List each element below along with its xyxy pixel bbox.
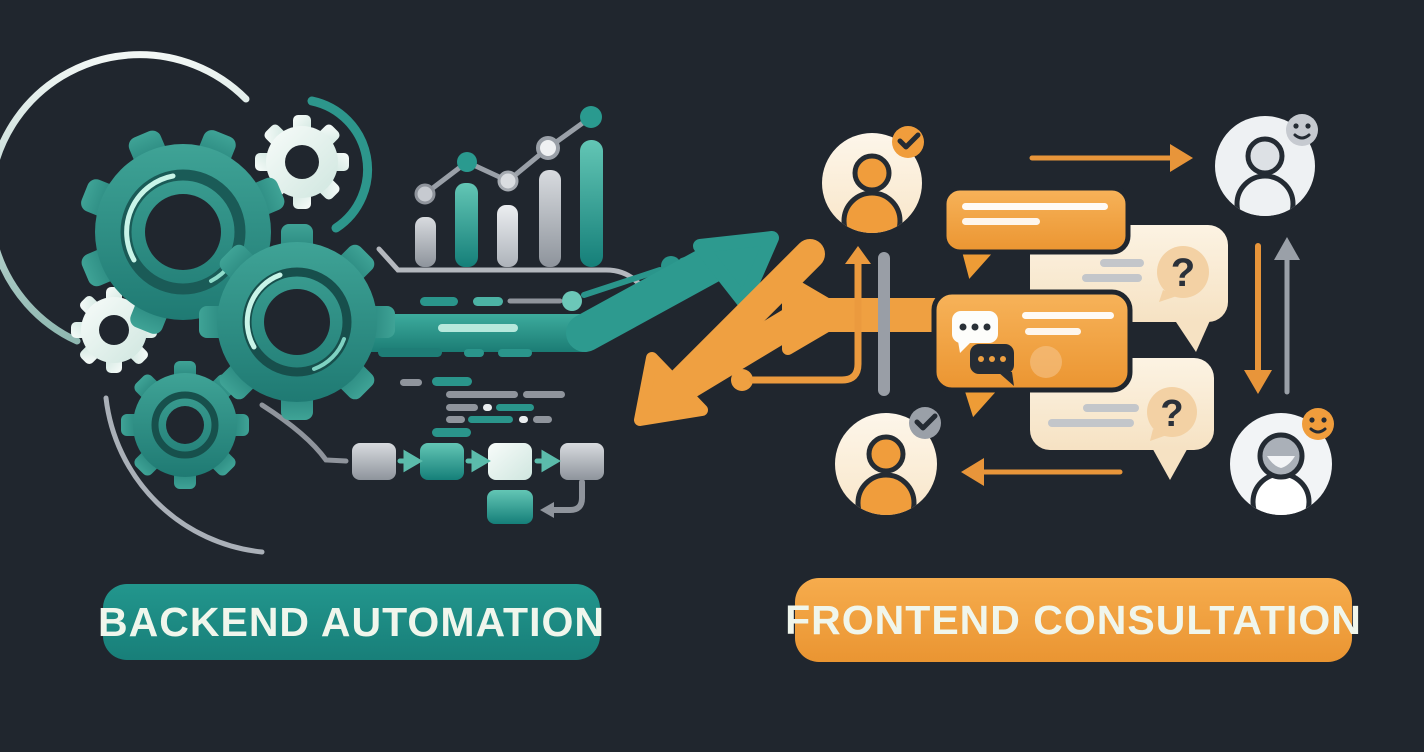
down-left-arrow-head — [634, 352, 708, 426]
bar — [415, 217, 436, 267]
flow-arrows-right — [961, 144, 1300, 486]
loop-arrow-head — [540, 502, 554, 518]
check-badge-icon — [892, 126, 924, 158]
bar — [497, 205, 518, 267]
flowchart-icon — [352, 443, 604, 524]
gear-icon — [255, 115, 349, 209]
chat-bubble-icon — [931, 289, 1133, 425]
lower-gray-arc — [103, 395, 265, 555]
gear-icon — [121, 361, 249, 489]
flow-box — [488, 443, 532, 480]
connector-line — [259, 402, 349, 464]
trend-dot — [457, 152, 477, 172]
code-lines-icon — [400, 377, 565, 437]
bar-chart-icon — [376, 106, 653, 296]
chat-bubble-icon — [941, 185, 1131, 287]
exchange-arrows-icon — [634, 239, 944, 426]
check-badge-icon — [909, 407, 941, 439]
up-arrow-head — [845, 246, 871, 264]
trend-dot — [580, 106, 602, 128]
user-avatar-icon — [835, 407, 941, 515]
decorative-arcs — [0, 51, 373, 555]
question-mark: ? — [1171, 251, 1195, 295]
outer-circle-arc — [0, 51, 250, 345]
up-right-arrow-icon — [340, 231, 779, 357]
flow-arrows — [397, 449, 561, 473]
node-dot — [731, 369, 753, 391]
trend-dot — [536, 136, 560, 160]
bar — [580, 140, 603, 267]
typing-dots-dark-icon — [970, 344, 1014, 386]
bar — [455, 183, 478, 267]
user-avatar-icon — [822, 126, 924, 233]
right-arrow-head — [782, 275, 852, 355]
gear-icon — [199, 224, 395, 420]
loop-arrow — [547, 479, 585, 513]
frontend-consultation-text: FRONTEND CONSULTATION — [785, 596, 1362, 643]
user-avatar-icon — [1215, 114, 1318, 216]
smiley-badge-icon — [1302, 408, 1334, 440]
smiley-badge-icon — [1286, 114, 1318, 146]
user-avatar-icon — [1230, 408, 1334, 515]
flow-box — [487, 490, 533, 524]
question-mark: ? — [1160, 393, 1183, 435]
gear-icon — [71, 287, 157, 373]
gear-icon — [81, 130, 285, 334]
divider-bar — [878, 252, 890, 396]
up-elbow-arrow — [749, 258, 862, 384]
trend-dot — [414, 183, 436, 205]
flow-box — [560, 443, 604, 480]
flow-box — [352, 443, 396, 480]
trend-dot — [497, 170, 519, 192]
teal-arc — [307, 96, 373, 233]
flow-box — [420, 443, 464, 480]
frontend-consultation-label: FRONTEND CONSULTATION — [785, 578, 1361, 662]
circuit-trace-icon — [420, 252, 703, 311]
backend-automation-label: BACKEND AUTOMATION — [98, 584, 604, 660]
backend-automation-text: BACKEND AUTOMATION — [98, 598, 605, 645]
bar — [539, 170, 561, 267]
typing-dots-icon — [952, 311, 998, 353]
